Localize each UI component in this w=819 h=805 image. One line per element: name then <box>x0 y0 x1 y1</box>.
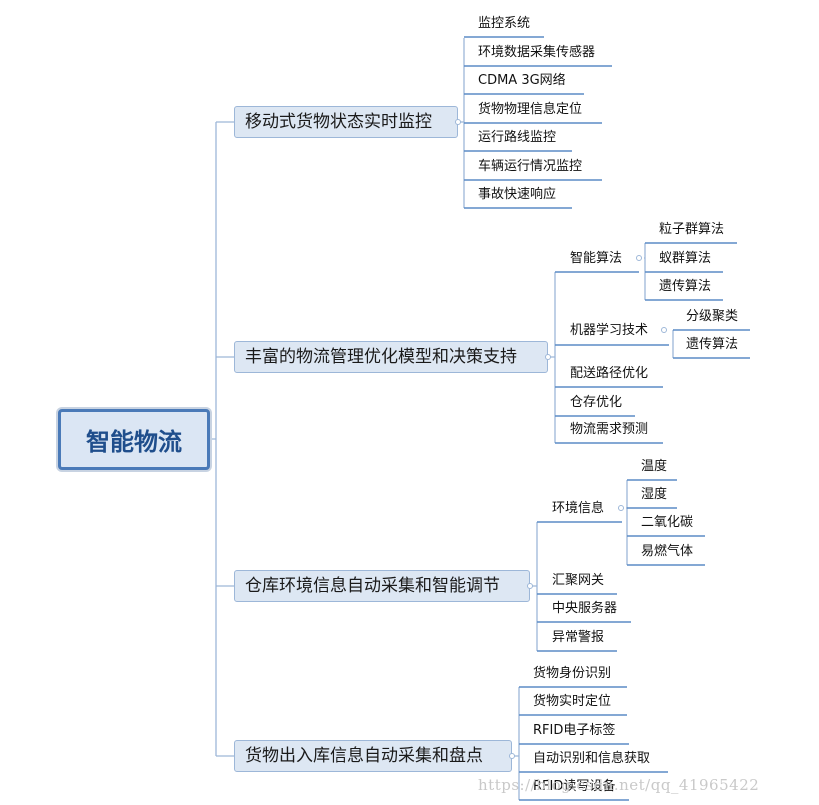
collapse-toggle-ml[interactable] <box>661 327 667 333</box>
subtopic-node[interactable]: 智能算法 <box>570 251 623 266</box>
branch-node-3[interactable]: 仓库环境信息自动采集和智能调节 <box>234 570 530 602</box>
root-node[interactable]: 智能物流 <box>58 409 210 470</box>
leaf-node[interactable]: 监控系统 <box>478 16 531 31</box>
leaf-node[interactable]: 车辆运行情况监控 <box>478 159 583 174</box>
collapse-toggle-2[interactable] <box>545 354 551 360</box>
leaf-node[interactable]: 蚁群算法 <box>659 251 712 266</box>
branch-node-4[interactable]: 货物出入库信息自动采集和盘点 <box>234 740 512 772</box>
collapse-toggle-algo[interactable] <box>636 255 642 261</box>
watermark-text: https://blog.csdn.net/qq_41965422 <box>478 776 760 794</box>
leaf-node[interactable]: 自动识别和信息获取 <box>533 751 651 766</box>
leaf-node[interactable]: 湿度 <box>641 487 668 502</box>
branch-node-2[interactable]: 丰富的物流管理优化模型和决策支持 <box>234 341 548 373</box>
leaf-node[interactable]: 易燃气体 <box>641 544 694 559</box>
leaf-node[interactable]: 二氧化碳 <box>641 515 694 530</box>
collapse-toggle-env[interactable] <box>618 505 624 511</box>
leaf-node[interactable]: 汇聚网关 <box>552 573 605 588</box>
leaf-node[interactable]: 异常警报 <box>552 630 605 645</box>
leaf-node[interactable]: 分级聚类 <box>686 309 739 324</box>
subtopic-node[interactable]: 环境信息 <box>552 501 605 516</box>
branch-node-1[interactable]: 移动式货物状态实时监控 <box>234 106 458 138</box>
leaf-node[interactable]: 遗传算法 <box>659 279 712 294</box>
leaf-node[interactable]: 货物物理信息定位 <box>478 102 583 117</box>
leaf-node[interactable]: 中央服务器 <box>552 601 618 616</box>
leaf-node[interactable]: CDMA 3G网络 <box>478 73 566 88</box>
leaf-node[interactable]: 货物身份识别 <box>533 666 612 681</box>
subtopic-node[interactable]: 机器学习技术 <box>570 323 649 338</box>
leaf-node[interactable]: RFID读写设备 <box>533 779 616 794</box>
leaf-node[interactable]: 事故快速响应 <box>478 187 557 202</box>
leaf-node[interactable]: 温度 <box>641 459 668 474</box>
leaf-node[interactable]: 配送路径优化 <box>570 366 649 381</box>
leaf-node[interactable]: 运行路线监控 <box>478 130 557 145</box>
leaf-node[interactable]: 环境数据采集传感器 <box>478 45 596 60</box>
collapse-toggle-4[interactable] <box>509 753 515 759</box>
collapse-toggle-3[interactable] <box>527 583 533 589</box>
leaf-node[interactable]: 粒子群算法 <box>659 222 725 237</box>
leaf-node[interactable]: 货物实时定位 <box>533 694 612 709</box>
leaf-node[interactable]: 遗传算法 <box>686 337 739 352</box>
leaf-node[interactable]: 仓存优化 <box>570 395 623 410</box>
leaf-node[interactable]: 物流需求预测 <box>570 422 649 437</box>
collapse-toggle-1[interactable] <box>455 119 461 125</box>
leaf-node[interactable]: RFID电子标签 <box>533 723 616 738</box>
